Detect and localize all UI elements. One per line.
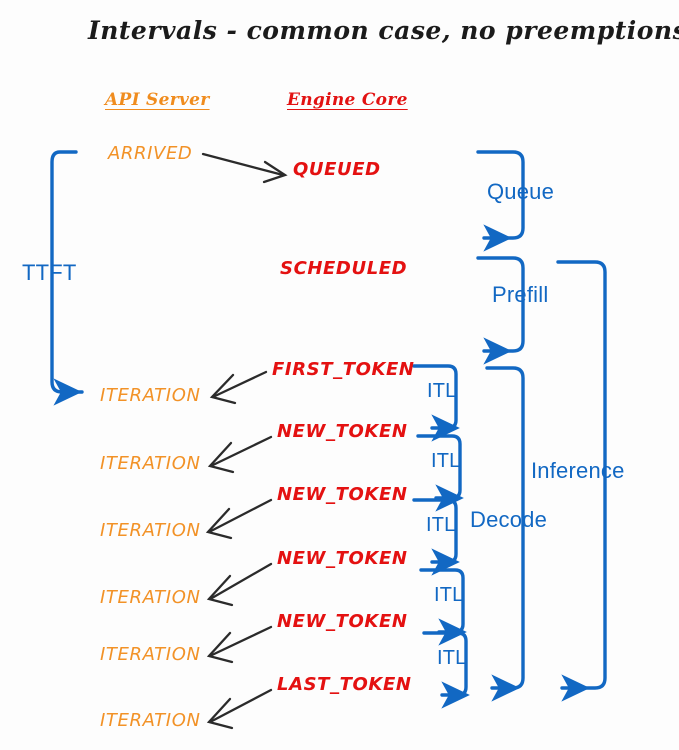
state-iteration-1: ITERATION: [100, 385, 201, 406]
interval-label-queue: Queue: [487, 179, 555, 204]
page-title: Intervals - common case, no preemptions: [88, 16, 679, 45]
state-new-token-2: NEW_TOKEN: [277, 484, 408, 505]
state-new-token-4: NEW_TOKEN: [277, 611, 408, 632]
interval-label-prefill: Prefill: [492, 282, 549, 307]
decode-bracket: [485, 366, 525, 702]
column-header-engine-core: Engine Core: [287, 90, 408, 110]
state-iteration-3: ITERATION: [100, 520, 201, 541]
itl-bracket-3: [412, 498, 460, 576]
arrow-new-token-2-to-iteration-3: [205, 498, 273, 540]
interval-label-itl-5: ITL: [437, 647, 467, 669]
interval-label-decode: Decode: [470, 507, 548, 532]
itl-bracket-5: [422, 631, 470, 709]
prefill-bracket: [476, 256, 525, 365]
state-new-token-3: NEW_TOKEN: [277, 548, 408, 569]
state-first-token: FIRST_TOKEN: [272, 359, 415, 380]
state-scheduled: SCHEDULED: [280, 258, 408, 279]
state-new-token-1: NEW_TOKEN: [277, 421, 408, 442]
arrow-new-token-3-to-iteration-4: [206, 562, 273, 607]
ttft-bracket: [50, 150, 84, 406]
state-queued: QUEUED: [293, 159, 381, 180]
state-last-token: LAST_TOKEN: [277, 674, 412, 695]
state-iteration-5: ITERATION: [100, 644, 201, 665]
interval-label-itl-1: ITL: [427, 380, 457, 402]
arrow-last-token-to-iteration-6: [206, 688, 273, 730]
arrow-new-token-4-to-iteration-5: [206, 625, 273, 664]
transition-arrows: [201, 152, 288, 730]
interval-label-ttft: TTFT: [22, 260, 77, 285]
column-header-api-server: API Server: [105, 90, 210, 110]
arrow-new-token-1-to-iteration-2: [207, 435, 273, 474]
state-iteration-2: ITERATION: [100, 453, 201, 474]
interval-label-itl-2: ITL: [431, 450, 461, 472]
arrow-first-token-to-iteration-1: [209, 370, 268, 405]
state-arrived: ARRIVED: [108, 143, 193, 164]
interval-label-itl-3: ITL: [426, 514, 456, 536]
state-iteration-6: ITERATION: [100, 710, 201, 731]
itl-bracket-2: [416, 434, 464, 512]
interval-label-itl-4: ITL: [434, 584, 464, 606]
interval-label-inference: Inference: [531, 458, 625, 483]
inference-bracket: [556, 260, 607, 702]
itl-brackets: [412, 364, 470, 709]
itl-bracket-1: [412, 364, 460, 442]
arrow-arrived-to-queued: [201, 152, 288, 184]
queue-bracket: [476, 150, 525, 252]
state-iteration-4: ITERATION: [100, 587, 201, 608]
